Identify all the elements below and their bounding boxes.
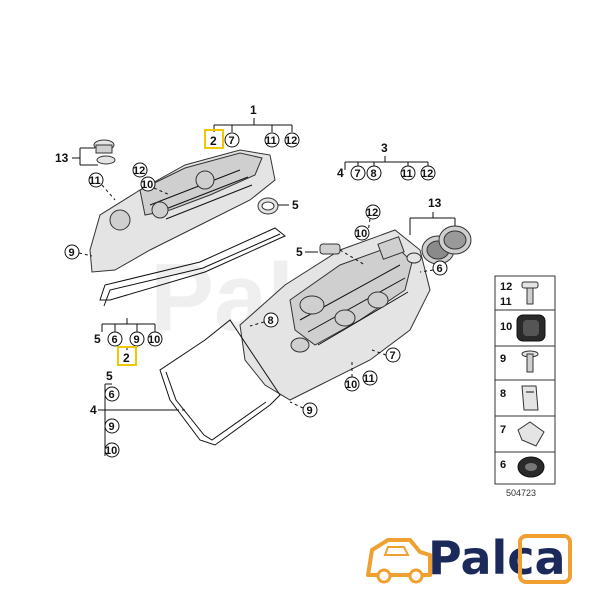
oil-cap-right: 13 — [406, 196, 472, 265]
callout-5-bottomrow: 5 — [94, 332, 101, 346]
legend-label-9: 9 — [500, 353, 506, 365]
callout-13-right: 13 — [428, 196, 442, 210]
brand-name: Palca — [428, 531, 566, 585]
callout-7-label: 7 — [229, 135, 235, 147]
callout-12-left: 12 — [133, 165, 145, 177]
callout-9-lower: 9 — [307, 405, 313, 417]
right-gasket — [159, 319, 281, 446]
left-valve-cover — [89, 149, 286, 307]
logo-accent-frame — [518, 534, 572, 584]
callout-6-stack: 6 — [109, 389, 115, 401]
callout-7-mid: 7 — [390, 350, 396, 362]
left-callouts: 11 12 10 9 5 — [64, 162, 299, 260]
highlight-box-2 — [204, 129, 224, 149]
callout-6-mid: 6 — [437, 263, 443, 275]
bushing-icon — [517, 456, 545, 478]
callout-5-left: 5 — [292, 198, 299, 212]
callout-9-bottomrow: 9 — [134, 334, 140, 346]
diagram-number: 504723 — [506, 488, 536, 498]
bracket-icon — [517, 421, 545, 447]
callout-9-left: 9 — [69, 247, 75, 259]
callout-10-lower: 10 — [345, 379, 357, 391]
legend-label-7: 7 — [500, 424, 506, 436]
legend-label-6: 6 — [500, 459, 506, 471]
bottom-left-callouts: 5 6 9 10 2 5 6 4 9 10 — [90, 318, 186, 458]
callout-2-highlighted: 2 — [210, 134, 217, 148]
parts-legend: 12 11 10 9 8 7 6 — [494, 275, 556, 498]
grommet-icon — [516, 314, 546, 342]
callout-4-stack: 4 — [90, 403, 97, 417]
callout-10-stack: 10 — [105, 445, 117, 457]
callout-5-stack: 5 — [106, 369, 113, 383]
callout-5-mid: 5 — [296, 245, 303, 259]
callout-10-bottomrow: 10 — [148, 334, 160, 346]
callout-9-stack: 9 — [109, 421, 115, 433]
car-logo-icon — [366, 538, 432, 584]
callout-group-3: 3 4 7 8 11 12 — [337, 141, 436, 181]
mid-callouts: 12 10 6 8 7 10 11 9 — [249, 204, 448, 418]
callout-12-label: 12 — [285, 135, 297, 147]
palca-logo: Palca — [366, 531, 572, 585]
stud-icon — [521, 350, 539, 373]
legend-label-12: 12 — [500, 281, 512, 293]
callout-11-label: 11 — [265, 135, 277, 147]
callout-1-label: 1 — [250, 103, 257, 117]
callout-12-mid: 12 — [366, 207, 378, 219]
oil-cap-left: 13 — [55, 139, 116, 166]
left-gasket — [99, 227, 286, 301]
callout-13-left: 13 — [55, 151, 69, 165]
callout-2-bottom-highlighted: 2 — [123, 351, 130, 365]
callout-7-label-b: 7 — [355, 168, 361, 180]
callout-12-label-b: 12 — [421, 168, 433, 180]
callout-11-label-b: 11 — [401, 168, 413, 180]
callout-group-1: 1 2 7 11 12 — [204, 103, 300, 149]
callout-8-label: 8 — [371, 168, 377, 180]
bolt-part-5-mid: 5 — [296, 243, 366, 266]
highlight-box-2-bottom — [117, 346, 137, 366]
callout-11-lower: 11 — [363, 373, 375, 385]
legend-label-10: 10 — [500, 321, 512, 333]
callout-8-mid: 8 — [268, 315, 274, 327]
bolt-icon — [521, 281, 539, 305]
callout-11-left: 11 — [89, 175, 101, 187]
callout-10-mid: 10 — [355, 228, 367, 240]
callout-6-bottomrow: 6 — [112, 334, 118, 346]
clip-icon — [521, 385, 539, 411]
callout-3-label: 3 — [381, 141, 388, 155]
legend-label-11: 11 — [500, 296, 512, 308]
callout-4-label: 4 — [337, 166, 344, 180]
legend-label-8: 8 — [500, 388, 506, 400]
callout-10-left: 10 — [141, 179, 153, 191]
right-valve-cover — [159, 229, 431, 446]
